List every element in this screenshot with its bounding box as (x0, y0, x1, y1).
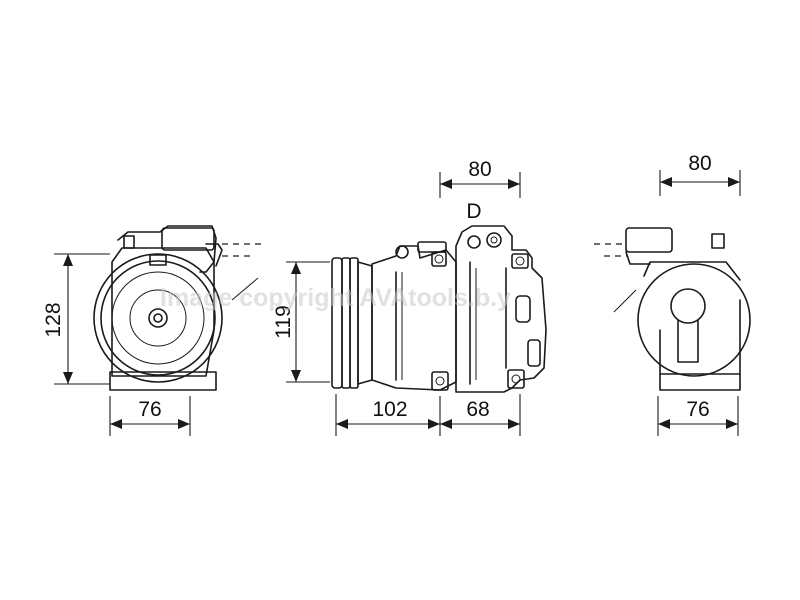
dimension-front-width: 76 (109, 396, 191, 436)
dim-rear-width-text: 76 (686, 398, 709, 421)
side-view (331, 225, 547, 393)
dim-side-length-rear-text: 68 (466, 398, 489, 421)
dimension-side-height: 119 (272, 261, 330, 383)
dimension-side-top-width: 80 (439, 158, 521, 198)
dimension-front-height: 128 (42, 253, 110, 385)
dimension-rear-top-width: 80 (659, 152, 741, 196)
dim-side-top-width-text: 80 (468, 158, 491, 181)
front-view (93, 225, 262, 391)
dimension-rear-width: 76 (657, 396, 739, 436)
dim-rear-top-width-text: 80 (688, 152, 711, 175)
dim-side-height-text: 119 (272, 305, 295, 338)
dim-front-width-text: 76 (138, 398, 161, 421)
dim-front-height-text: 128 (42, 302, 65, 337)
rear-view (594, 227, 751, 391)
view-label-d: D (466, 200, 481, 223)
watermark: Image copyright AVAtools.b.y (160, 284, 511, 312)
dimension-side-length: 102 68 (335, 394, 521, 436)
dim-side-length-front-text: 102 (372, 398, 407, 421)
